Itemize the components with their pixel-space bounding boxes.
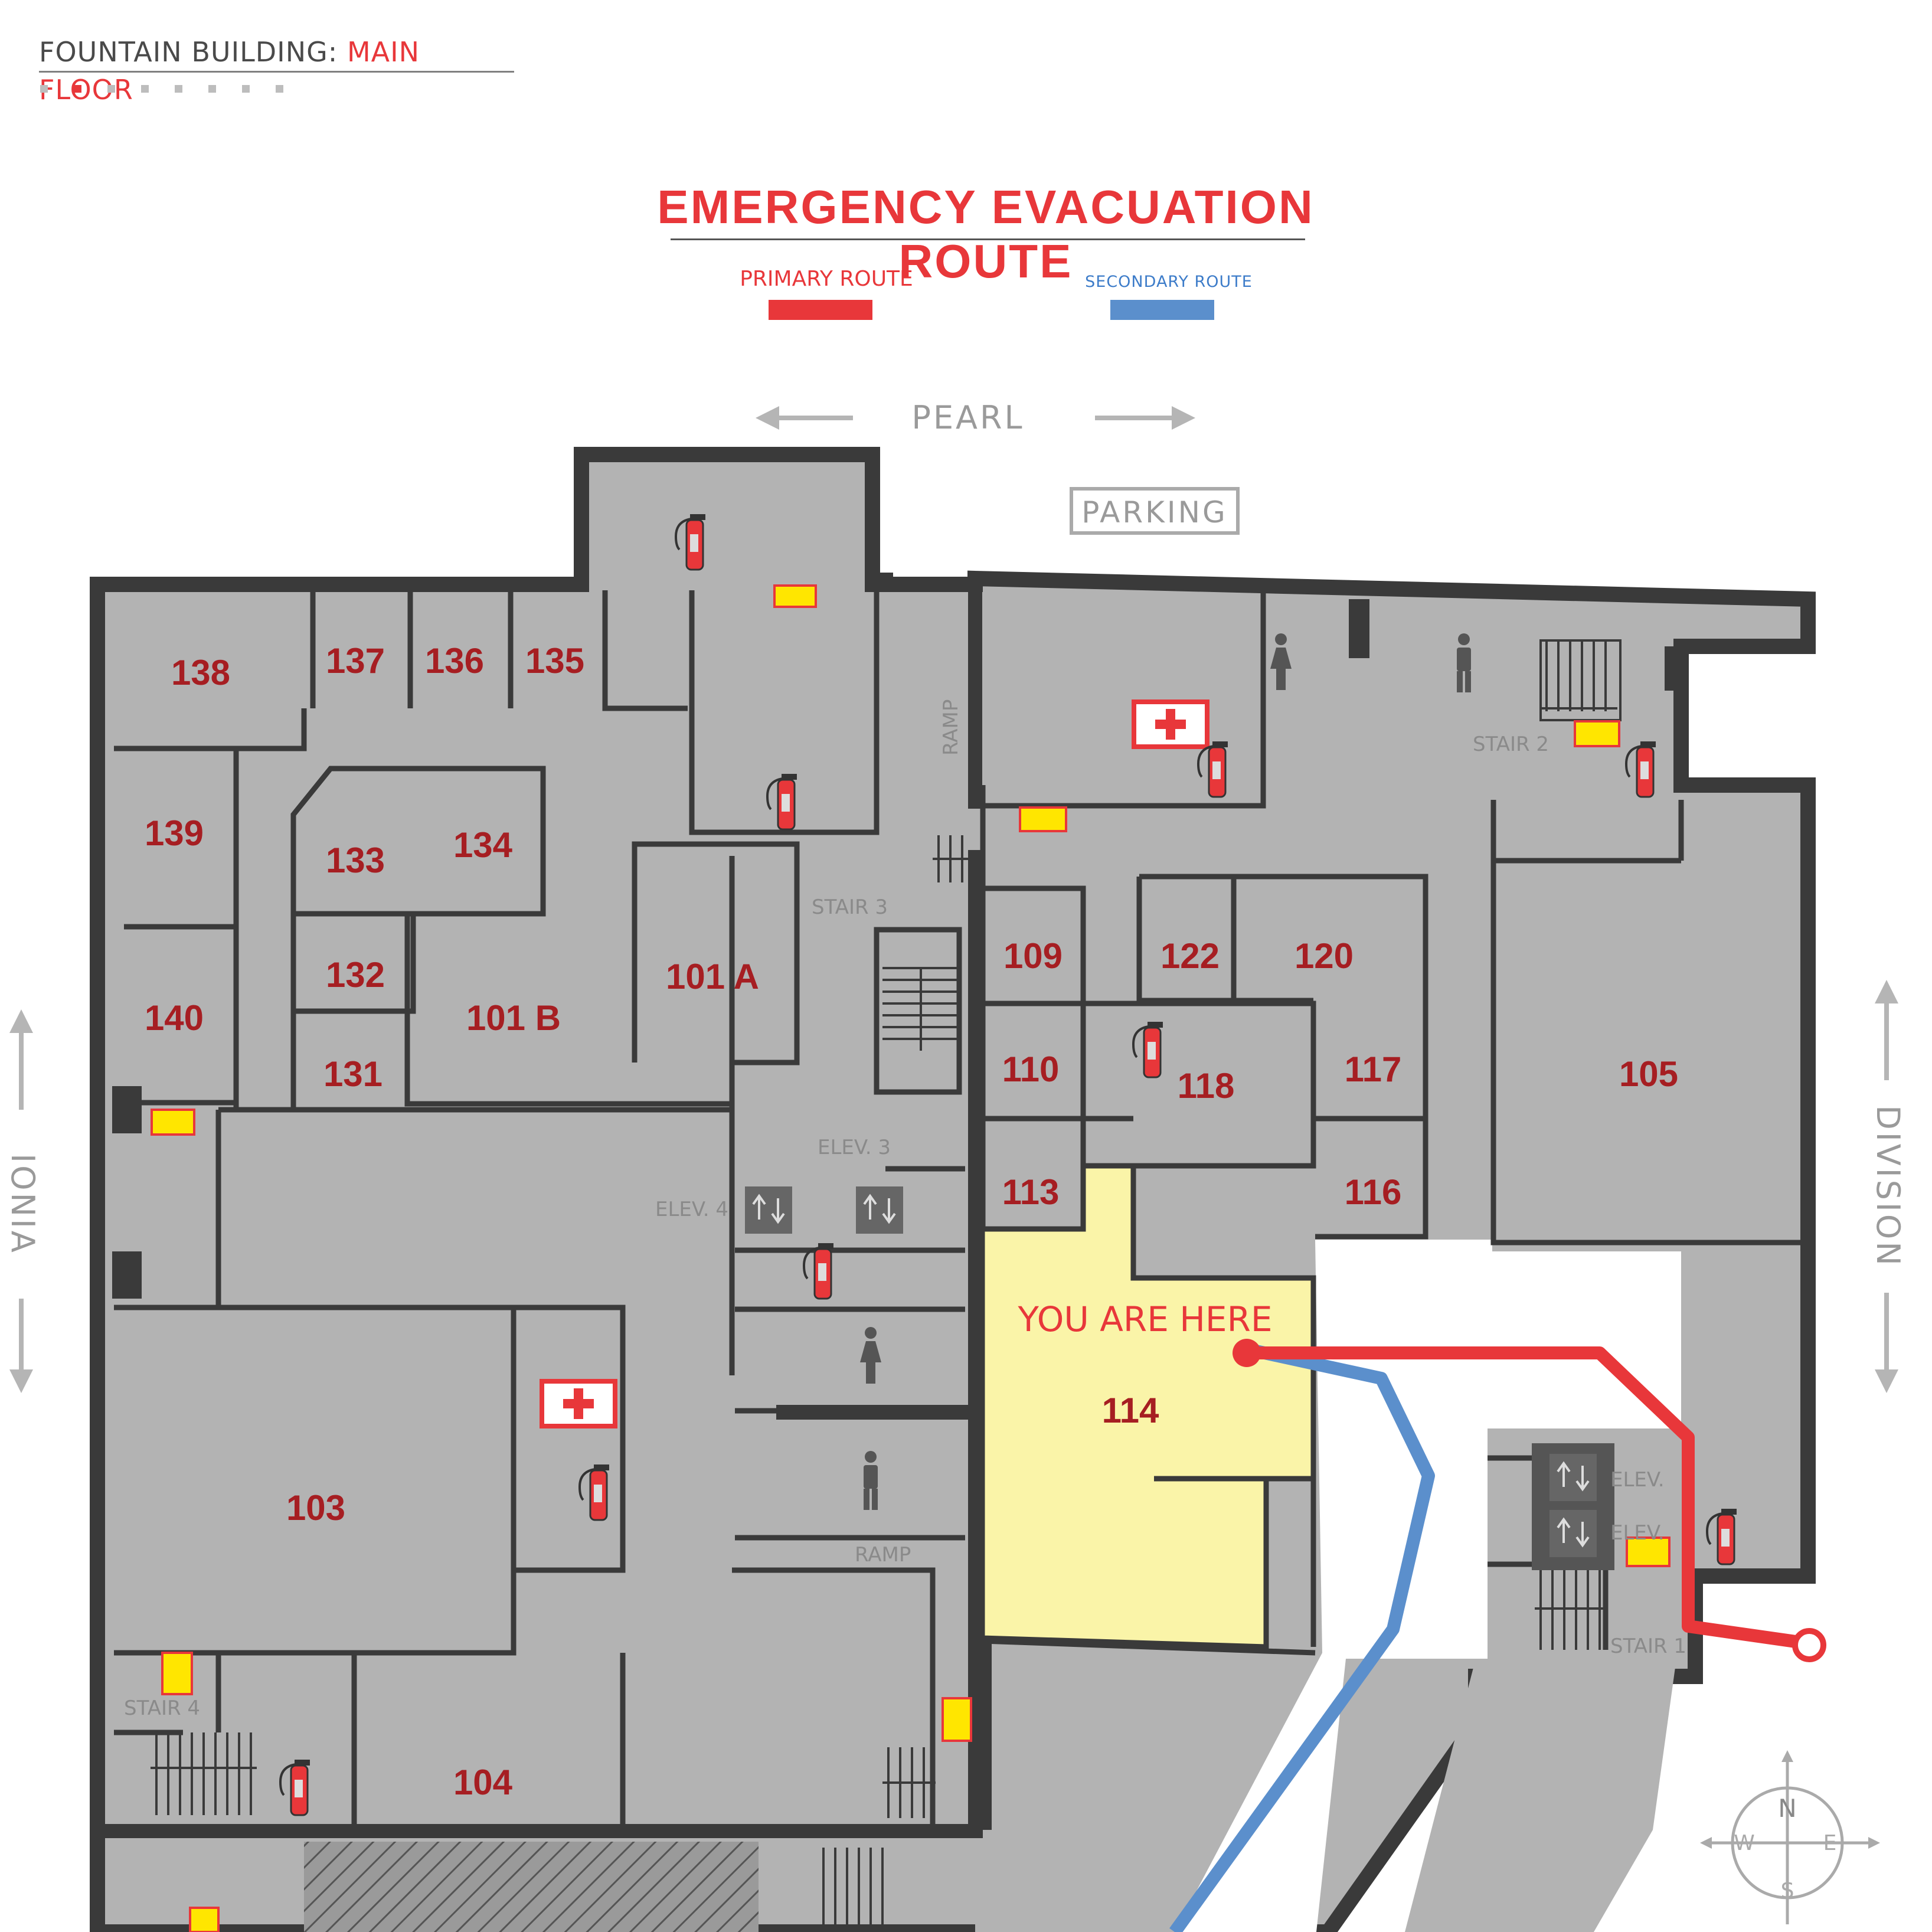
building-shell [90, 447, 1816, 1932]
first-aid-icon [542, 1381, 615, 1426]
legend-secondary-swatch [1110, 300, 1214, 320]
you-are-here-marker [1233, 1339, 1261, 1367]
page-header: FOUNTAIN BUILDING: MAIN FLOOR [39, 33, 514, 106]
first-aid-icon [1134, 702, 1207, 747]
room-104: 104 [453, 1763, 513, 1802]
fire-alarm-icon [189, 1907, 220, 1932]
room-137: 137 [326, 641, 385, 681]
floor-dot-2[interactable] [74, 85, 81, 93]
elev-3-label: ELEV. 3 [818, 1136, 891, 1159]
fire-alarm-icon [1626, 1537, 1671, 1567]
room-101a: 101 A [666, 957, 759, 996]
room-135: 135 [525, 641, 584, 681]
room-122: 122 [1160, 936, 1220, 976]
page-title: EMERGENCY EVACUATION ROUTE [657, 181, 1315, 287]
room-138: 138 [171, 653, 230, 692]
fire-alarm-icon [773, 584, 817, 608]
elevator-2-icon [1548, 1509, 1598, 1558]
room-114-you-are-here[interactable] [979, 1163, 1316, 1650]
room-113: 113 [1002, 1172, 1060, 1212]
floor-dot-6[interactable] [208, 85, 216, 93]
building-name: FOUNTAIN BUILDING: [39, 36, 347, 68]
fire-alarm-icon [942, 1697, 972, 1742]
floor-name: MAIN FLOOR [39, 36, 420, 106]
elevator-3-icon [855, 1185, 904, 1235]
room-101b: 101 B [466, 998, 561, 1038]
elevators [744, 1185, 1614, 1570]
stair-3-label: STAIR 3 [812, 895, 888, 919]
floor-dot-4[interactable] [141, 85, 149, 93]
room-136: 136 [425, 641, 484, 681]
compass-west: W [1734, 1831, 1755, 1855]
fire-alarms [151, 584, 1671, 1932]
elevator-4-icon [744, 1185, 793, 1235]
room-110: 110 [1002, 1050, 1060, 1089]
ramp-north-label: RAMP [939, 699, 963, 756]
street-pearl: PEARL [756, 399, 1195, 436]
legend-secondary-label: SECONDARY ROUTE [1085, 273, 1253, 291]
room-114: 114 [1102, 1391, 1159, 1430]
elev-4-label: ELEV. 4 [655, 1198, 728, 1221]
street-pearl-label: PEARL [911, 399, 1024, 436]
fire-alarm-icon [1574, 720, 1620, 747]
room-120: 120 [1294, 936, 1354, 976]
room-105: 105 [1619, 1054, 1678, 1094]
room-116: 116 [1345, 1172, 1402, 1212]
legend-primary-label: PRIMARY ROUTE [740, 267, 913, 291]
floor-dot-8[interactable] [276, 85, 283, 93]
secondary-evacuation-route [1169, 1342, 1435, 1932]
elev-1-label: ELEV. [1610, 1468, 1665, 1492]
ramp-south-label: RAMP [855, 1543, 911, 1567]
room-109: 109 [1003, 936, 1063, 976]
fire-alarm-icon [161, 1652, 193, 1695]
street-division: DIVISION [1869, 980, 1907, 1393]
stair-1-label: STAIR 1 [1610, 1634, 1686, 1658]
floor-dot-1[interactable] [40, 85, 48, 93]
exit-marker [1792, 1628, 1826, 1662]
elev-2-label: ELEV. [1610, 1521, 1665, 1545]
floor-dot-5[interactable] [175, 85, 182, 93]
room-118: 118 [1178, 1066, 1235, 1106]
fire-alarm-icon [1019, 806, 1067, 832]
stair-4-label: STAIR 4 [124, 1696, 200, 1720]
street-ionia: IONIA [4, 1009, 41, 1393]
primary-evacuation-route [1245, 1346, 1813, 1650]
stair-2-label: STAIR 2 [1473, 733, 1549, 756]
elevator-1-icon [1548, 1453, 1598, 1502]
room-139: 139 [145, 813, 204, 853]
room-103: 103 [286, 1488, 345, 1528]
room-117: 117 [1345, 1050, 1402, 1089]
room-labels: 138 137 136 135 139 133 134 140 132 131 … [145, 641, 1678, 1802]
compass-east: E [1823, 1831, 1837, 1855]
room-132: 132 [326, 955, 385, 995]
legend-primary-swatch [769, 300, 872, 320]
room-134: 134 [453, 825, 513, 865]
parking-sign: PARKING [1070, 487, 1240, 535]
facility-labels: RAMP RAMP STAIR 2 STAIR 3 STAIR 4 STAIR … [124, 699, 1686, 1720]
compass-south: S [1781, 1879, 1794, 1903]
room-131: 131 [323, 1054, 383, 1094]
you-are-here-label: YOU ARE HERE [1017, 1299, 1272, 1339]
floor-dot-7[interactable] [242, 85, 250, 93]
street-division-label: DIVISION [1869, 1105, 1907, 1267]
fire-alarm-icon [151, 1109, 195, 1136]
room-140: 140 [145, 998, 204, 1038]
room-133: 133 [326, 841, 385, 880]
floor-dot-3[interactable] [107, 85, 115, 93]
street-ionia-label: IONIA [4, 1153, 41, 1255]
title-underline [671, 238, 1305, 240]
compass: N S E W [1700, 1750, 1880, 1924]
compass-north: N [1778, 1794, 1796, 1823]
svg-text:PARKING: PARKING [1081, 495, 1228, 529]
